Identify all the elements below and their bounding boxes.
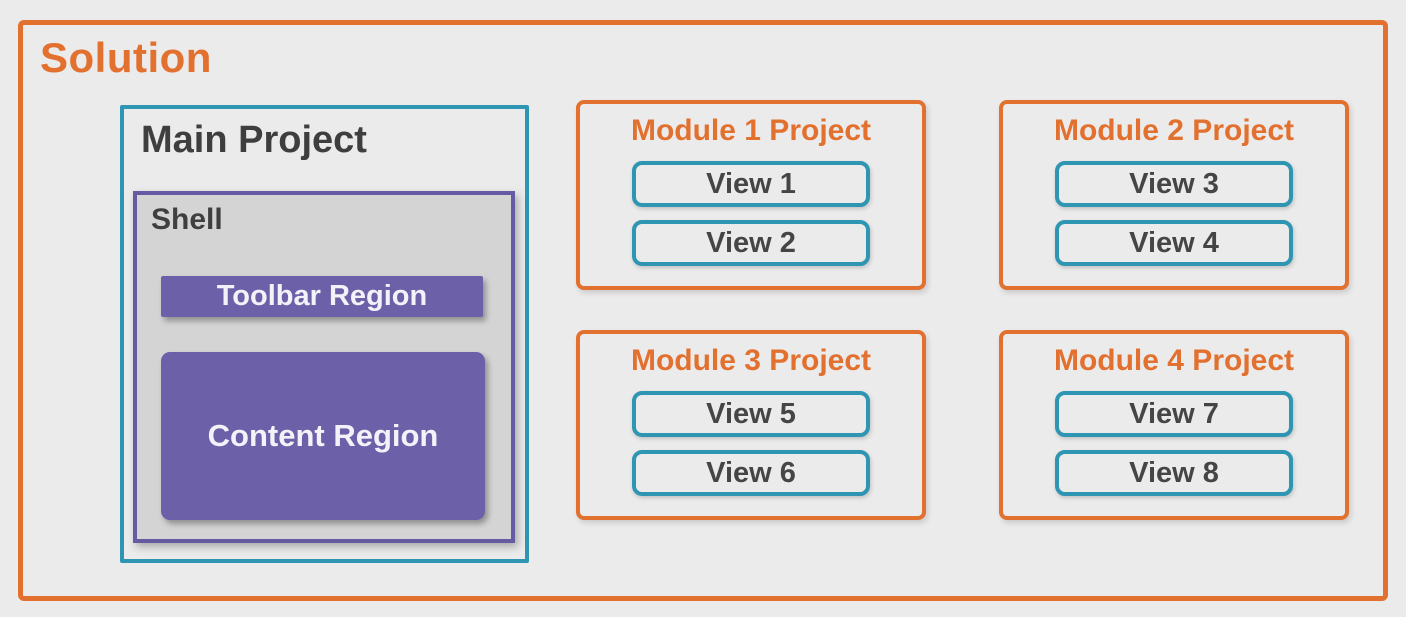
view-1: View 1: [632, 161, 870, 207]
module-2-title: Module 2 Project: [1053, 114, 1295, 147]
solution-container: Solution Main Project Shell Toolbar Regi…: [18, 20, 1388, 601]
shell-title: Shell: [151, 203, 223, 236]
toolbar-region: Toolbar Region: [161, 276, 483, 317]
module-1-project-container: Module 1 Project View 1 View 2: [576, 100, 926, 290]
view-8: View 8: [1055, 450, 1293, 496]
module-4-title: Module 4 Project: [1053, 344, 1295, 377]
content-region: Content Region: [161, 352, 485, 520]
view-7: View 7: [1055, 391, 1293, 437]
main-project-container: Main Project Shell Toolbar Region Conten…: [120, 105, 529, 563]
main-project-title: Main Project: [141, 119, 367, 161]
module-4-project-container: Module 4 Project View 7 View 8: [999, 330, 1349, 520]
module-3-project-container: Module 3 Project View 5 View 6: [576, 330, 926, 520]
view-3: View 3: [1055, 161, 1293, 207]
shell-container: Shell Toolbar Region Content Region: [133, 191, 515, 543]
view-4: View 4: [1055, 220, 1293, 266]
module-2-project-container: Module 2 Project View 3 View 4: [999, 100, 1349, 290]
view-6: View 6: [632, 450, 870, 496]
solution-title: Solution: [40, 34, 212, 81]
view-2: View 2: [632, 220, 870, 266]
view-5: View 5: [632, 391, 870, 437]
module-3-title: Module 3 Project: [630, 344, 872, 377]
module-1-title: Module 1 Project: [630, 114, 872, 147]
